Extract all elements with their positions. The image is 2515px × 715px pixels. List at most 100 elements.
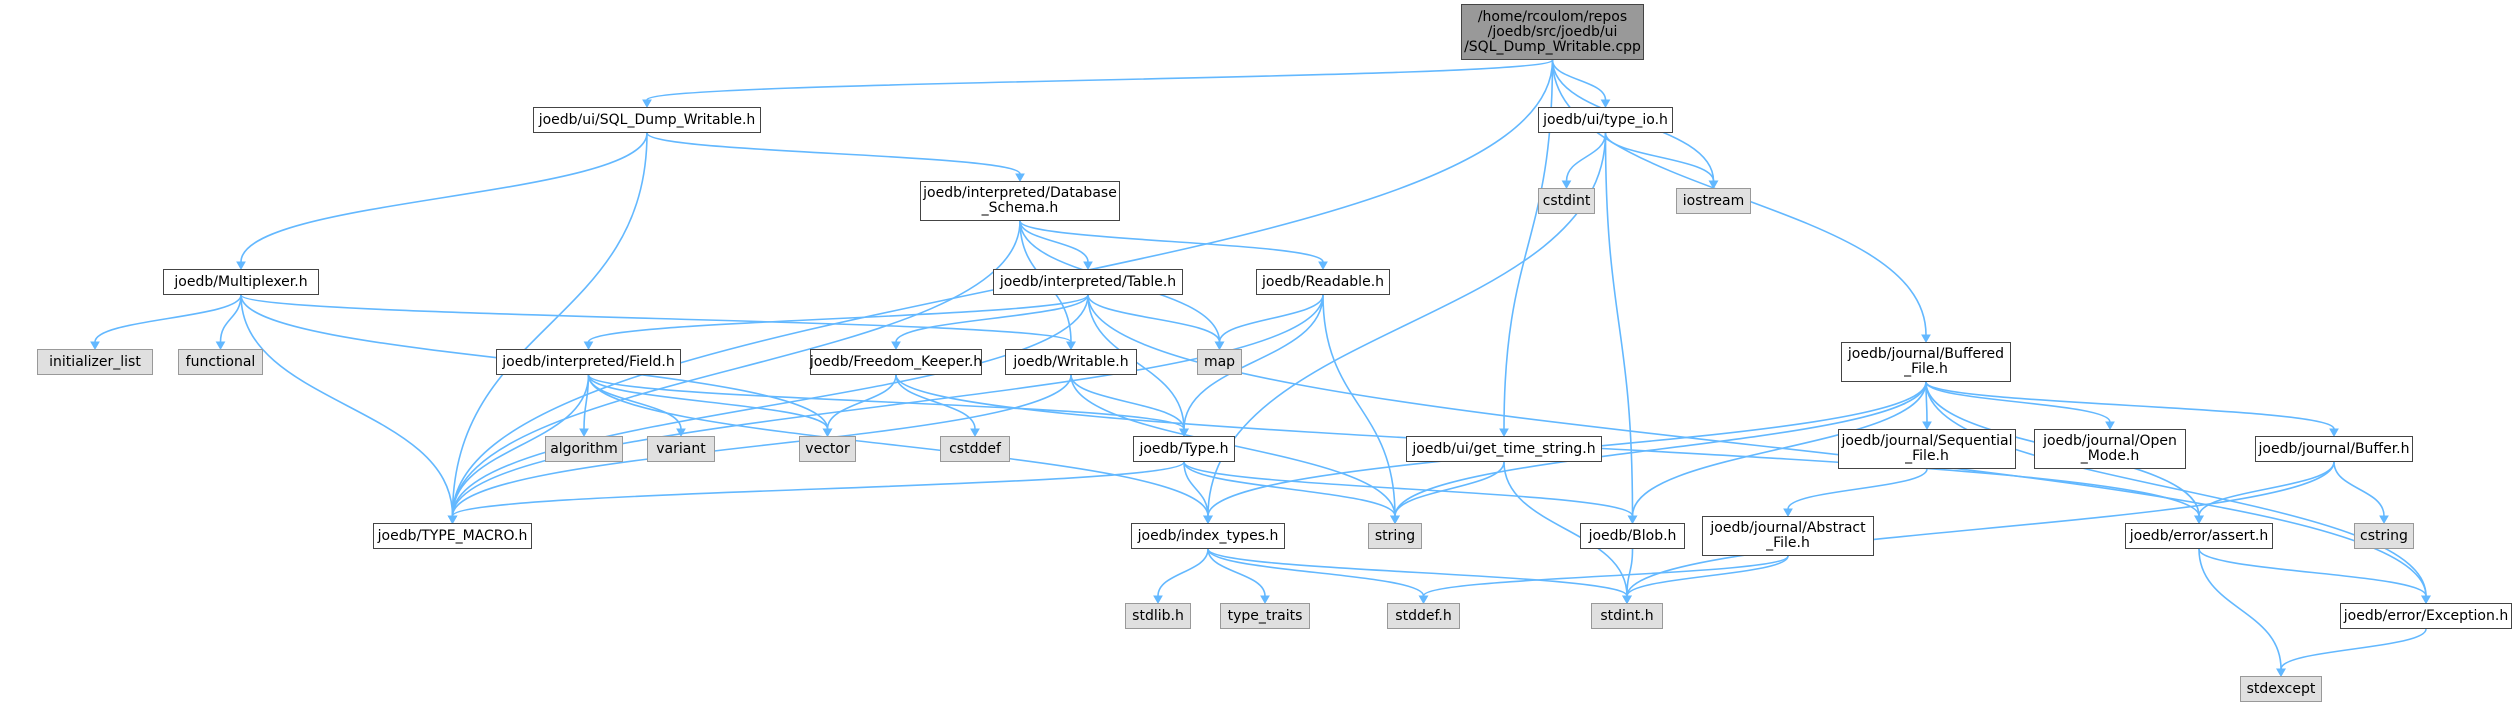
- edge-arrowhead: [1390, 515, 1400, 525]
- node-sequential-file-h[interactable]: joedb/journal/Sequential _File.h: [1838, 429, 2016, 469]
- edge-field_h-to-type_h: [587, 374, 1185, 430]
- edge-index_types_h-to-type_traits: [1207, 548, 1266, 597]
- node-buffered-file-h[interactable]: joedb/journal/Buffered _File.h: [1841, 342, 2011, 382]
- edge-arrowhead: [2105, 421, 2115, 431]
- node-stddef-h: stddef.h: [1387, 603, 1460, 629]
- edge-arrowhead: [1015, 173, 1025, 183]
- edge-table_h-to-field_h: [587, 294, 1089, 343]
- node-vector: vector: [799, 436, 856, 462]
- node-assert-h[interactable]: joedb/error/assert.h: [2125, 523, 2273, 549]
- edge-arrowhead: [1921, 334, 1931, 344]
- edge-sql_dump_writable_h-to-multiplexer_h: [240, 132, 648, 263]
- node-string: string: [1368, 523, 1422, 549]
- node-table-h[interactable]: joedb/interpreted/Table.h: [993, 269, 1183, 295]
- edge-arrowhead: [1203, 515, 1213, 525]
- edge-root-to-type_io_h: [1551, 59, 1607, 101]
- node-database-schema-h[interactable]: joedb/interpreted/Database _Schema.h: [920, 181, 1120, 221]
- edge-type_h-to-blob_h: [1183, 461, 1634, 517]
- edge-blob_h-to-stdint_h: [1626, 548, 1634, 597]
- node-abstract-file-h[interactable]: joedb/journal/Abstract _File.h: [1702, 516, 1874, 556]
- edge-arrowhead: [2194, 515, 2204, 525]
- edge-buffered_file_h-to-string: [1394, 381, 1927, 517]
- edge-buffered_file_h-to-blob_h: [1631, 381, 1927, 517]
- node-root-sql-dump-writable-cpp: /home/rcoulom/repos /joedb/src/joedb/ui …: [1461, 4, 1644, 60]
- node-writable-h[interactable]: joedb/Writable.h: [1005, 349, 1137, 375]
- edge-arrowhead: [1627, 515, 1638, 525]
- edge-table_h-to-map: [1087, 294, 1221, 343]
- edge-type_h-to-string: [1183, 461, 1396, 517]
- node-algorithm: algorithm: [545, 436, 623, 462]
- edge-readable_h-to-string: [1322, 294, 1396, 517]
- edge-abstract_file_h-to-stddef_h: [1422, 555, 1789, 597]
- edge-field_h-to-type_macro_h: [451, 374, 590, 517]
- edge-multiplexer_h-to-type_macro_h: [240, 294, 454, 517]
- edge-buffer_h-to-assert_h: [2198, 461, 2335, 517]
- node-blob-h[interactable]: joedb/Blob.h: [1580, 523, 1685, 549]
- edge-field_h-to-index_types_h: [587, 374, 1209, 517]
- edge-root-to-sql_dump_writable_h: [646, 59, 1554, 101]
- node-initializer-list: initializer_list: [37, 349, 153, 375]
- edge-readable_h-to-map: [1218, 294, 1324, 343]
- node-open-mode-h[interactable]: joedb/journal/Open _Mode.h: [2034, 429, 2186, 469]
- edge-multiplexer_h-to-initializer_list: [94, 294, 242, 343]
- edge-arrowhead: [822, 428, 833, 438]
- edge-arrowhead: [970, 428, 980, 438]
- node-stdlib-h: stdlib.h: [1125, 603, 1191, 629]
- edge-get_time_string_h-to-stdint_h: [1503, 461, 1628, 597]
- node-exception-h[interactable]: joedb/error/Exception.h: [2340, 603, 2512, 629]
- edge-arrowhead: [1499, 428, 1509, 438]
- edge-arrowhead: [1622, 595, 1632, 605]
- node-type-macro-h[interactable]: joedb/TYPE_MACRO.h: [373, 523, 532, 549]
- node-field-h[interactable]: joedb/interpreted/Field.h: [496, 349, 681, 375]
- edge-arrowhead: [1600, 99, 1611, 109]
- edge-arrowhead: [891, 341, 901, 351]
- edge-arrowhead: [1708, 180, 1719, 190]
- edge-index_types_h-to-stdlib_h: [1157, 548, 1209, 597]
- node-type-h[interactable]: joedb/Type.h: [1133, 436, 1235, 462]
- edge-table_h-to-type_macro_h: [451, 294, 1089, 517]
- edge-arrowhead: [90, 341, 100, 351]
- edge-arrowhead: [1066, 341, 1076, 351]
- edge-arrowhead: [2329, 428, 2339, 438]
- edge-type_io_h-to-blob_h: [1604, 132, 1634, 517]
- edge-table_h-to-exception_h: [1087, 294, 2427, 597]
- edge-sql_dump_writable_h-to-database_schema_h: [646, 132, 1021, 175]
- edge-type_io_h-to-cstdint: [1565, 132, 1607, 182]
- node-sql-dump-writable-h[interactable]: joedb/ui/SQL_Dump_Writable.h: [533, 107, 761, 133]
- node-functional: functional: [178, 349, 263, 375]
- edge-abstract_file_h-to-stdint_h: [1626, 555, 1789, 597]
- edge-readable_h-to-type_macro_h: [451, 294, 1324, 517]
- edge-arrowhead: [2421, 595, 2431, 605]
- edge-sequential_file_h-to-abstract_file_h: [1787, 468, 1928, 510]
- edge-arrowhead: [1318, 261, 1328, 271]
- node-freedom-keeper-h[interactable]: joedb/Freedom_Keeper.h: [810, 349, 982, 375]
- node-cstring: cstring: [2354, 523, 2414, 549]
- edge-exception_h-to-stdexcept: [2280, 628, 2427, 670]
- node-multiplexer-h[interactable]: joedb/Multiplexer.h: [163, 269, 319, 295]
- edge-arrowhead: [1214, 341, 1225, 351]
- node-cstdint: cstdint: [1538, 188, 1595, 214]
- edge-index_types_h-to-stdint_h: [1207, 548, 1628, 597]
- edge-database_schema_h-to-readable_h: [1019, 220, 1324, 263]
- node-buffer-h[interactable]: joedb/journal/Buffer.h: [2255, 436, 2413, 462]
- node-type-io-h[interactable]: joedb/ui/type_io.h: [1538, 107, 1673, 133]
- node-readable-h[interactable]: joedb/Readable.h: [1256, 269, 1390, 295]
- edge-arrowhead: [215, 341, 226, 351]
- node-map: map: [1197, 349, 1242, 375]
- node-cstddef: cstddef: [940, 436, 1010, 462]
- edge-type_h-to-type_macro_h: [451, 461, 1185, 517]
- edge-get_time_string_h-to-string: [1394, 461, 1505, 517]
- edge-multiplexer_h-to-writable_h: [240, 294, 1072, 343]
- edge-arrowhead: [583, 341, 594, 351]
- edge-arrowhead: [1922, 421, 1932, 431]
- node-type-traits: type_traits: [1220, 603, 1310, 629]
- node-get-time-string-h[interactable]: joedb/ui/get_time_string.h: [1406, 436, 1602, 462]
- edge-writable_h-to-type_h: [1070, 374, 1185, 430]
- edge-buffer_h-to-cstring: [2333, 461, 2385, 517]
- node-iostream: iostream: [1676, 188, 1751, 214]
- edge-arrowhead: [447, 515, 458, 525]
- edge-multiplexer_h-to-functional: [219, 294, 242, 343]
- node-index-types-h[interactable]: joedb/index_types.h: [1131, 523, 1285, 549]
- edge-database_schema_h-to-table_h: [1019, 220, 1089, 263]
